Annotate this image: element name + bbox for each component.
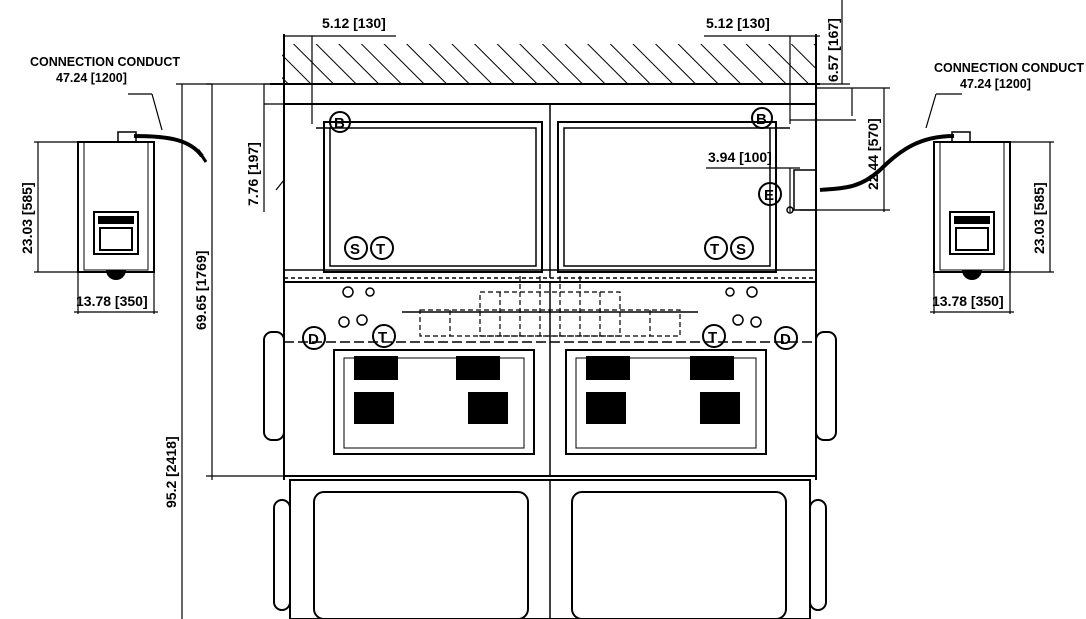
marker-t-left: T [370,236,394,260]
label-conduit-left-length: 47.24 [1200] [56,71,127,85]
label-conduit-left: CONNECTION CONDUCT [30,55,180,69]
marker-s-right: S [730,236,754,260]
marker-d-left: D [302,326,326,350]
marker-t-left-label: T [376,241,385,258]
marker-d-left-label: D [308,331,319,348]
marker-b-right: B [751,107,773,129]
marker-t-mid-right-label: T [708,329,717,346]
marker-b-left: B [329,111,351,133]
marker-e-label: E [764,187,774,204]
marker-s-left: S [344,236,368,260]
marker-d-right: D [774,326,798,350]
right-connection-box [793,131,1011,280]
marker-b-left-label: B [334,115,345,132]
label-conduit-right: CONNECTION CONDUCT [934,61,1084,75]
marker-e: E [758,182,794,214]
left-connection-box [77,131,208,280]
dim-ceiling-gap: 6.57 [167] [825,18,841,82]
dim-box-right-height: 23.03 [585] [1031,182,1047,254]
dim-top-right-offset: 5.12 [130] [706,15,770,31]
marker-s-left-label: S [350,241,360,258]
marker-d-right-label: D [780,331,791,348]
marker-t-mid-right: T [702,324,726,348]
dim-upper-height: 69.65 [1769] [193,251,209,330]
marker-s-right-label: S [736,241,746,258]
marker-b-right-label: B [756,111,767,128]
marker-t-mid-left-label: T [378,329,387,346]
dim-box-left-height: 23.03 [585] [19,182,35,254]
dim-top-left-offset: 5.12 [130] [322,15,386,31]
dim-box-left-width: 13.78 [350] [76,293,148,309]
dim-box-right-width: 13.78 [350] [932,293,1004,309]
marker-t-right-top: T [704,236,728,260]
dimension-lines [34,0,1054,619]
dim-left-b-drop: 7.76 [197] [245,142,261,206]
dim-right-connection-height: 22.44 [570] [865,118,881,190]
dim-overall-height: 95.2 [2418] [163,436,179,508]
marker-t-right-top-label: T [710,241,719,258]
dim-e-offset: 3.94 [100] [708,149,772,165]
marker-t-mid-left: T [372,324,396,348]
upper-frame [283,34,817,480]
label-conduit-right-length: 47.24 [1200] [960,77,1031,91]
middle-unit [263,276,837,477]
bottom-cabinet [273,479,827,619]
ceiling-hatch [270,44,820,85]
